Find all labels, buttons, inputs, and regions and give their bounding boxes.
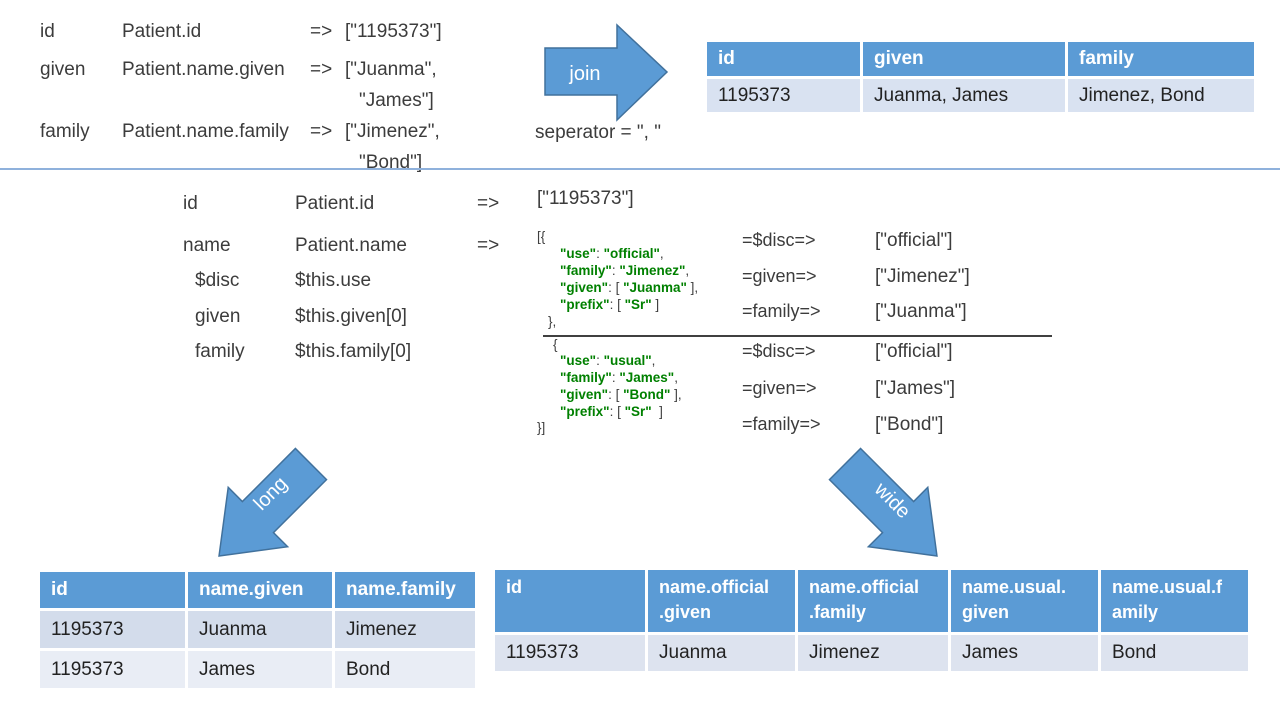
column-name: $disc bbox=[195, 270, 240, 291]
extract-value: ["Jimenez"] bbox=[875, 266, 970, 287]
extract-row: =$disc=> ["official"] bbox=[742, 341, 953, 363]
join-arrow: join bbox=[544, 23, 669, 122]
separator-note: seperator = ", " bbox=[535, 122, 661, 143]
join-table-header-given: given bbox=[863, 42, 1065, 76]
fhir-path: Patient.id bbox=[295, 193, 375, 214]
fhir-path: Patient.name.family bbox=[122, 121, 289, 142]
fhir-path: $this.given[0] bbox=[295, 306, 407, 327]
fhir-path: Patient.name.given bbox=[122, 59, 285, 80]
fhir-path: Patient.name bbox=[295, 235, 407, 256]
json-line: "use": "usual", bbox=[560, 353, 656, 368]
extract-token: =$disc=> bbox=[742, 230, 816, 250]
wide-table-cell: 1195373 bbox=[495, 635, 645, 671]
extract-token: =$disc=> bbox=[742, 341, 816, 361]
maps-to-symbol: => bbox=[477, 193, 500, 214]
extract-token: =family=> bbox=[742, 301, 821, 321]
maps-to-symbol: => bbox=[310, 21, 333, 42]
fhirpath-row-given: given Patient.name.given => ["Juanma","J… bbox=[40, 54, 437, 116]
wide-arrow: wide bbox=[828, 447, 938, 557]
column-mapping-row-disc: $disc $this.use bbox=[183, 265, 477, 296]
extract-token: =given=> bbox=[742, 378, 817, 398]
extract-value: ["James"] bbox=[875, 378, 956, 399]
maps-to-symbol: => bbox=[477, 235, 500, 256]
wide-table-header-id: id bbox=[495, 570, 645, 632]
json-line: "family": "Jimenez", bbox=[560, 263, 690, 278]
column-name: family bbox=[40, 121, 90, 142]
wide-table-header-official-family: name.official .family bbox=[798, 570, 948, 632]
json-line: "prefix": [ "Sr" ] bbox=[560, 297, 660, 312]
long-table-cell: 1195373 bbox=[40, 651, 185, 688]
extract-row: =$disc=> ["official"] bbox=[742, 230, 953, 252]
long-table-header-given: name.given bbox=[188, 572, 332, 608]
maps-to-symbol: => bbox=[310, 59, 333, 80]
join-arrow-label: join bbox=[568, 63, 600, 85]
wide-table-header-usual-given: name.usual. given bbox=[951, 570, 1098, 632]
json-line: "prefix": [ "Sr" ] bbox=[560, 404, 663, 419]
long-table-cell: Juanma bbox=[188, 611, 332, 648]
id-result-value: ["1195373"] bbox=[537, 188, 634, 209]
extract-value: ["official"] bbox=[875, 230, 953, 251]
fhir-path: Patient.id bbox=[122, 21, 202, 42]
extract-row: =family=> ["Bond"] bbox=[742, 414, 943, 436]
result-value: ["Jimenez","Bond"] bbox=[345, 121, 440, 173]
fhir-path: $this.family[0] bbox=[295, 341, 412, 362]
long-table-cell: 1195373 bbox=[40, 611, 185, 648]
result-value: ["1195373"] bbox=[345, 21, 442, 42]
extract-row: =family=> ["Juanma"] bbox=[742, 301, 967, 323]
wide-table-header-official-given: name.official .given bbox=[648, 570, 795, 632]
column-mapping-row-family: family $this.family[0] bbox=[183, 336, 477, 367]
json-line: "given": [ "Bond" ], bbox=[560, 387, 682, 402]
wide-result-table: id name.official .given name.official .f… bbox=[495, 570, 1248, 671]
extract-value: ["Juanma"] bbox=[875, 301, 967, 322]
wide-table-cell: Juanma bbox=[648, 635, 795, 671]
long-table-cell: Jimenez bbox=[335, 611, 475, 648]
maps-to-symbol: => bbox=[310, 121, 333, 142]
column-name: name bbox=[183, 235, 231, 256]
json-close: }] bbox=[537, 420, 546, 435]
wide-table-cell: Bond bbox=[1101, 635, 1248, 671]
join-result-table: id given family 1195373 Juanma, James Ji… bbox=[707, 42, 1254, 112]
fhir-path: $this.use bbox=[295, 270, 372, 291]
column-name: id bbox=[183, 193, 198, 214]
json-line: "given": [ "Juanma" ], bbox=[560, 280, 699, 295]
extract-value: ["official"] bbox=[875, 341, 953, 362]
join-table-cell: 1195373 bbox=[707, 79, 860, 112]
join-table-cell: Juanma, James bbox=[863, 79, 1065, 112]
extract-row: =given=> ["James"] bbox=[742, 378, 955, 400]
json-line: "use": "official", bbox=[560, 246, 664, 261]
long-table-header-id: id bbox=[40, 572, 185, 608]
long-table-cell: James bbox=[188, 651, 332, 688]
extract-token: =given=> bbox=[742, 266, 817, 286]
json-line: "family": "James", bbox=[560, 370, 678, 385]
long-table-cell: Bond bbox=[335, 651, 475, 688]
join-table-header-family: family bbox=[1068, 42, 1254, 76]
column-name: given bbox=[195, 306, 241, 327]
json-open: [{ bbox=[537, 229, 546, 244]
extract-token: =family=> bbox=[742, 414, 821, 434]
join-table-cell: Jimenez, Bond bbox=[1068, 79, 1254, 112]
section-divider-line bbox=[0, 168, 1280, 170]
fhirpath-row-family: family Patient.name.family => ["Jimenez"… bbox=[40, 116, 440, 178]
column-name: family bbox=[195, 341, 245, 362]
long-table-header-family: name.family bbox=[335, 572, 475, 608]
wide-table-cell: Jimenez bbox=[798, 635, 948, 671]
fhirpath-row-id: id Patient.id => ["1195373"] bbox=[40, 16, 442, 47]
result-value: ["Juanma","James"] bbox=[345, 59, 437, 111]
column-name: given bbox=[40, 59, 86, 80]
column-mapping-row-given: given $this.given[0] bbox=[183, 301, 477, 332]
json-open-obj2: { bbox=[553, 337, 558, 352]
column-mapping-row-name: name Patient.name => bbox=[183, 230, 537, 261]
extract-row: =given=> ["Jimenez"] bbox=[742, 266, 970, 288]
object-separator-line bbox=[543, 335, 1052, 337]
join-table-header-id: id bbox=[707, 42, 860, 76]
json-close-obj1: }, bbox=[548, 314, 557, 329]
wide-table-cell: James bbox=[951, 635, 1098, 671]
column-mapping-row-id: id Patient.id => bbox=[183, 188, 537, 219]
long-result-table: id name.given name.family 1195373 Juanma… bbox=[40, 572, 475, 688]
long-arrow: long bbox=[218, 447, 328, 557]
column-name: id bbox=[40, 21, 55, 42]
extract-value: ["Bond"] bbox=[875, 414, 944, 435]
wide-table-header-usual-family: name.usual.f amily bbox=[1101, 570, 1248, 632]
